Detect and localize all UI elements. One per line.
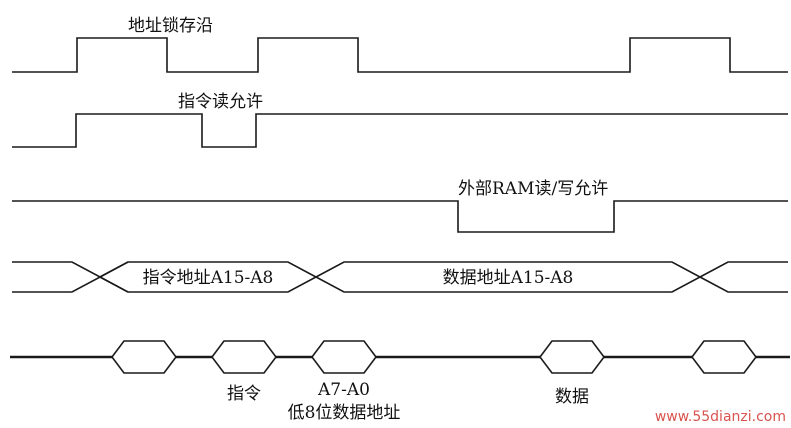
bus-label-data: 数据: [555, 387, 589, 407]
high-address-bus: 指令地址A15-A8 数据地址A15-A8: [12, 261, 788, 293]
site-watermark: www.55dianzi.com: [655, 409, 786, 425]
ram-rw-label: 外部RAM读/写允许: [458, 179, 608, 199]
bus-line-upper-left: [12, 261, 129, 278]
low-address-data-bus: 指令 A7-A0 低8位数据地址 数据: [10, 340, 790, 423]
psen-label: 指令读允许: [178, 92, 263, 112]
bus-packet-instruction: [211, 340, 277, 374]
bus-label-low-data-addr: 低8位数据地址: [288, 403, 401, 423]
psen-waveform: [12, 113, 788, 148]
bus-packet-data-2: [691, 340, 757, 374]
bus-line-lower-left: [12, 276, 129, 293]
bus-line-lower-right: [699, 276, 788, 293]
bus-packet-1: [111, 340, 177, 374]
ale-label: 地址锁存沿: [128, 16, 213, 36]
bus-label-a7-a0: A7-A0: [317, 380, 370, 400]
ale-waveform: [12, 37, 788, 73]
bus-packet-data-1: [539, 340, 605, 374]
bus-label-instr-addr: 指令地址A15-A8: [143, 268, 274, 288]
bus-packet-a7-a0: [311, 340, 377, 374]
bus-line-upper-right: [699, 261, 788, 278]
ram-rw-waveform: [12, 200, 788, 233]
bus-label-instruction: 指令: [227, 384, 261, 404]
bus-label-data-addr: 数据地址A15-A8: [443, 268, 574, 288]
